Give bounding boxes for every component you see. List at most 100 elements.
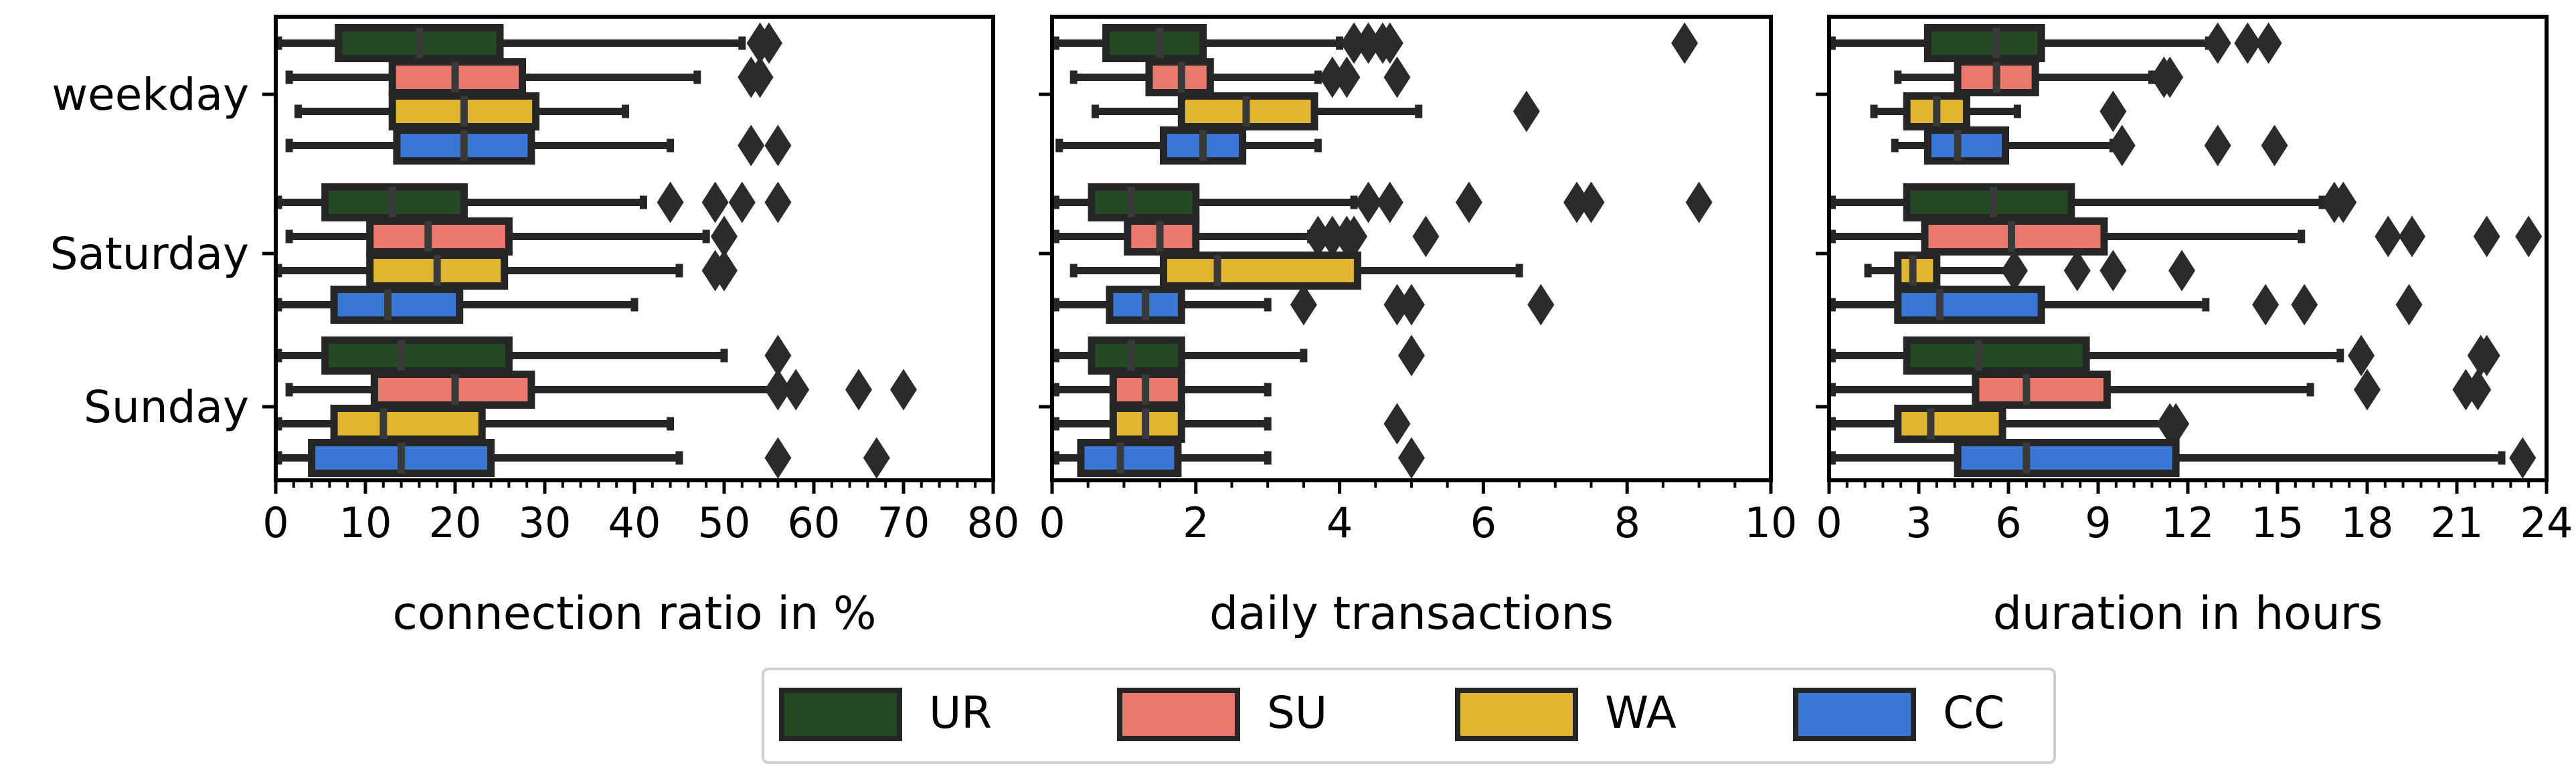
box-ur [321,336,513,375]
legend-label-ur: UR [929,687,992,739]
box-cc [1954,439,2180,477]
outlier-point [728,181,756,223]
outlier-point [711,250,738,292]
x-tick-label: 4 [1326,498,1353,547]
box-ur [1088,183,1200,221]
box-wa [330,405,486,443]
outlier-point [845,369,872,411]
outlier-point [1563,181,1591,223]
outlier-point [2473,334,2500,377]
x-tick-label: 0 [262,498,288,547]
x-tick-label: 3 [1905,498,1931,547]
outlier-point [2509,437,2537,479]
x-tick-label: 0 [1039,498,1065,547]
outlier-point [782,369,810,411]
legend-swatch-ur [779,688,902,741]
x-tick-label: 30 [519,498,572,547]
outlier-point [1376,22,1403,64]
x-tick-label: 6 [1995,498,2021,547]
box-ur [1088,336,1185,375]
outlier-point [1355,181,1382,223]
outlier-point [764,369,792,411]
outlier-point [1318,56,1346,98]
outlier-point [2162,403,2190,445]
box-cc [1923,126,2010,165]
outlier-point [1318,215,1346,258]
x-tick-label: 0 [1816,498,1842,547]
outlier-point [2354,369,2381,411]
outlier-point [2099,90,2127,132]
box-cc [1894,286,2045,324]
outlier-point [2255,22,2282,64]
outlier-point [1341,22,1368,64]
outlier-point [863,437,890,479]
outlier-point [711,215,738,258]
x-tick-label: 40 [608,498,661,547]
outlier-point [2261,124,2288,167]
outlier-point [764,124,792,167]
outlier-point [1527,284,1555,326]
outlier-point [657,181,684,223]
x-tick-label: 21 [2431,498,2484,547]
outlier-point [1341,215,1368,258]
legend-swatch-su [1117,688,1240,741]
x-tick-label: 50 [698,498,751,547]
x-tick-label: 9 [2085,498,2111,547]
x-tick-label: 15 [2251,498,2304,547]
legend-label-su: SU [1267,687,1327,739]
outlier-point [1376,181,1403,223]
legend-label-cc: CC [1943,687,2004,739]
box-cc [330,286,464,324]
outlier-point [764,334,792,377]
x-axis-label: connection ratio in % [393,587,877,640]
legend-label-wa: WA [1605,687,1677,739]
outlier-point [890,369,917,411]
outlier-point [2234,22,2261,64]
outlier-point [2168,250,2196,292]
outlier-point [1671,22,1699,64]
outlier-point [746,56,774,98]
x-tick-label: 80 [967,498,1020,547]
outlier-point [1412,215,1440,258]
outlier-point [2395,284,2423,326]
x-axis-label: daily transactions [1209,587,1614,640]
outlier-point [2000,250,2028,292]
x-tick-label: 2 [1183,498,1209,547]
x-tick-label: 6 [1470,498,1496,547]
box-ur [1903,336,2090,375]
outlier-point [1398,334,1425,377]
x-tick-label: 60 [788,498,841,547]
box-su [1972,371,2111,409]
y-tick-label: Sunday [84,381,249,433]
outlier-point [2252,284,2280,326]
outlier-point [756,22,782,64]
outlier-point [2399,215,2425,258]
outlier-point [1333,56,1361,98]
outlier-point [1383,403,1411,445]
outlier-point [2204,124,2231,167]
outlier-point [1304,215,1332,258]
outlier-point [1383,56,1411,98]
outlier-point [2099,250,2127,292]
outlier-point [764,181,792,223]
legend-swatch-wa [1455,688,1578,741]
legend: UR SU WA CC [762,668,2056,764]
outlier-point [1398,437,1425,479]
outlier-point [2204,22,2231,64]
outlier-point [2473,215,2500,258]
outlier-point [2291,284,2318,326]
outlier-point [764,437,792,479]
box-wa [1894,252,1941,290]
box-su [366,217,513,256]
y-tick-label: weekday [52,69,249,120]
x-tick-label: 10 [339,498,392,547]
outlier-point [1685,181,1713,223]
outlier-point [1355,22,1382,64]
outlier-point [738,124,765,167]
x-tick-label: 12 [2162,498,2215,547]
outlier-point [2348,334,2375,377]
outlier-point [1513,90,1540,132]
